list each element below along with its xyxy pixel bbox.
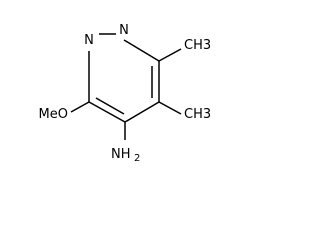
bond-n2-c6: [123, 39, 160, 62]
amine-label: NH: [111, 147, 131, 162]
methyl-bottom-label: CH3: [184, 107, 211, 122]
atom-n2-label: N: [119, 23, 129, 38]
bond-c3-methoxy: [70, 101, 90, 113]
pyridazine-structure-diagram: N N CH3 CH3 MeO NH 2: [39, 23, 212, 164]
bond-c4-c3-double: [88, 97, 126, 123]
methyl-top-label: CH3: [184, 38, 211, 53]
bond-c6-c5-double: [151, 61, 160, 102]
methoxy-label: MeO: [39, 107, 68, 122]
bond-c5-c4: [124, 101, 160, 123]
atom-n1-label: N: [84, 33, 94, 48]
bond-c6-methyl: [158, 48, 182, 62]
bond-c5-methyl: [158, 101, 182, 115]
amine-subscript: 2: [134, 153, 140, 164]
